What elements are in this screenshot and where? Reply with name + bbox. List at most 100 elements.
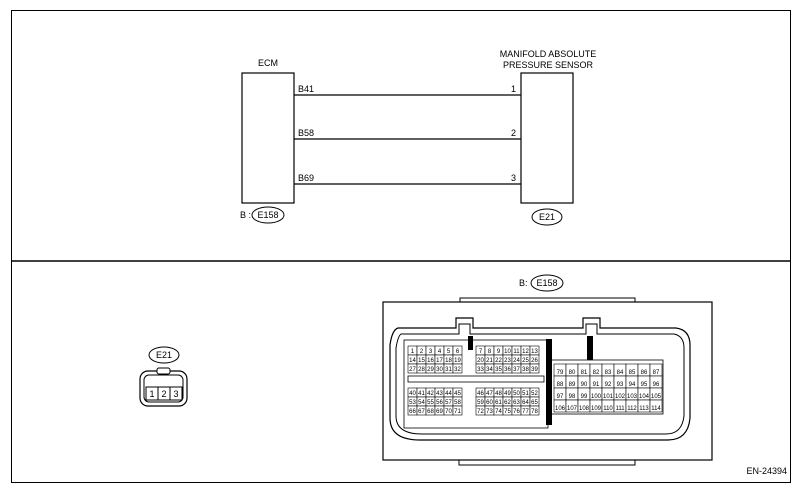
e158-pin-label: 60 [486,400,493,406]
e158-pin-label: 19 [454,358,461,364]
e158-pin-label: 8 [488,349,492,355]
e158-pin-label: 34 [486,367,493,373]
e158-pin-label: 45 [454,391,461,397]
e158-pin-label: 32 [454,367,461,373]
e158-pin-label: 48 [495,391,502,397]
e158-pin-label: 71 [454,409,461,415]
e158-pin-label: 63 [513,400,520,406]
e158-pin-label: 53 [409,400,416,406]
e158-pin-label: 79 [557,370,564,376]
e158-pin-label: 17 [436,358,443,364]
e158-pin-label: 31 [445,367,452,373]
e158-pin-label: 50 [513,391,520,397]
e158-pin-cell [529,363,540,374]
e158-pin-label: 88 [557,382,564,388]
e158-pin-label: 66 [409,409,416,415]
e158-pin-label: 68 [427,409,434,415]
sensor-pin-label: 2 [511,128,516,138]
e158-pin-label: 13 [531,349,538,355]
e158-pin-label: 97 [557,394,564,400]
e158-pin-label: 65 [531,400,538,406]
e158-pin-label: 44 [445,391,452,397]
diagram-frame [11,10,791,483]
e158-pin-label: 80 [569,370,576,376]
e158-pin-label: 33 [477,367,484,373]
e158-pin-label: 61 [495,400,502,406]
e158-pin-label: 85 [629,370,636,376]
e158-pin-label: 36 [504,367,511,373]
e158-pin-label: 81 [581,370,588,376]
e158-pin-label: 23 [504,358,511,364]
sensor-pin-label: 1 [511,84,516,94]
e158-pin-label: 6 [456,349,460,355]
e158-pin-label: 39 [531,367,538,373]
e158-pin-label: 49 [504,391,511,397]
figure-id: EN-24394 [746,466,787,476]
e158-title-oval [530,274,564,292]
ecm-label: ECM [258,58,278,68]
e158-pin-label: 10 [504,349,511,355]
e158-pin-label: 7 [479,349,483,355]
e158-pin-label: 94 [629,382,636,388]
e158-pin-cell [452,363,463,374]
e158-pin-label: 14 [409,358,416,364]
e158-pin-label: 102 [615,394,626,400]
e158-pin-label: 70 [445,409,452,415]
e158-pin-label: 87 [653,370,660,376]
e158-pin-label: 67 [418,409,425,415]
ecm-connector-oval [251,206,285,224]
e158-pin-label: 114 [651,406,661,412]
e158-pin-label: 29 [427,367,434,373]
e158-pin-label: 28 [418,367,425,373]
e158-pin-label: 20 [477,358,484,364]
e158-pin-label: 110 [603,406,613,412]
e158-pin-label: 18 [445,358,452,364]
e158-pin-label: 58 [454,400,461,406]
e158-pin-label: 90 [581,382,588,388]
e158-pin-label: 86 [641,370,648,376]
e158-pin-label: 42 [427,391,434,397]
e158-pin-label: 99 [581,394,588,400]
e158-pin-label: 40 [409,391,416,397]
e158-pin-label: 25 [522,358,529,364]
e158-pin-label: 103 [627,394,638,400]
e158-pin-label: 89 [569,382,576,388]
e158-pin-label: 38 [522,367,529,373]
e158-pin-label: 112 [627,406,637,412]
e158-pin-label: 22 [495,358,502,364]
e158-pin-label: 77 [522,409,529,415]
e158-pin-cell [649,399,663,413]
e158-pin-label: 16 [427,358,434,364]
e158-pin-label: 47 [486,391,493,397]
e158-pin-label: 35 [495,367,502,373]
e158-pin-label: 98 [569,394,576,400]
e158-pin-label: 78 [531,409,538,415]
e158-pin-cell [529,405,540,416]
e158-pin-label: 21 [486,358,493,364]
e158-pin-label: 83 [605,370,612,376]
e158-pin-label: 12 [522,349,529,355]
e158-pin-label: 24 [513,358,520,364]
sensor-box [520,72,574,204]
e158-pin-label: 4 [438,349,442,355]
e158-pin-label: 46 [477,391,484,397]
e158-pin-label: 73 [486,409,493,415]
e158-pin-label: 26 [531,358,538,364]
e158-pin-label: 82 [593,370,600,376]
e158-pin-label: 106 [555,406,566,412]
e158-pin-label: 30 [436,367,443,373]
e158-pin-label: 108 [579,406,590,412]
e158-pin-label: 75 [504,409,511,415]
ecm-connector-prefix: B : [240,210,251,220]
e158-pin-label: 15 [418,358,425,364]
e158-pin-label: 74 [495,409,502,415]
e158-pin-label: 43 [436,391,443,397]
sensor-pin-label: 3 [511,173,516,183]
e158-pin-label: 107 [567,406,578,412]
e21-pin: 2 [161,389,166,399]
e158-pin-label: 57 [445,400,452,406]
e158-pin-label: 113 [639,406,649,412]
e158-pin-label: 51 [522,391,529,397]
